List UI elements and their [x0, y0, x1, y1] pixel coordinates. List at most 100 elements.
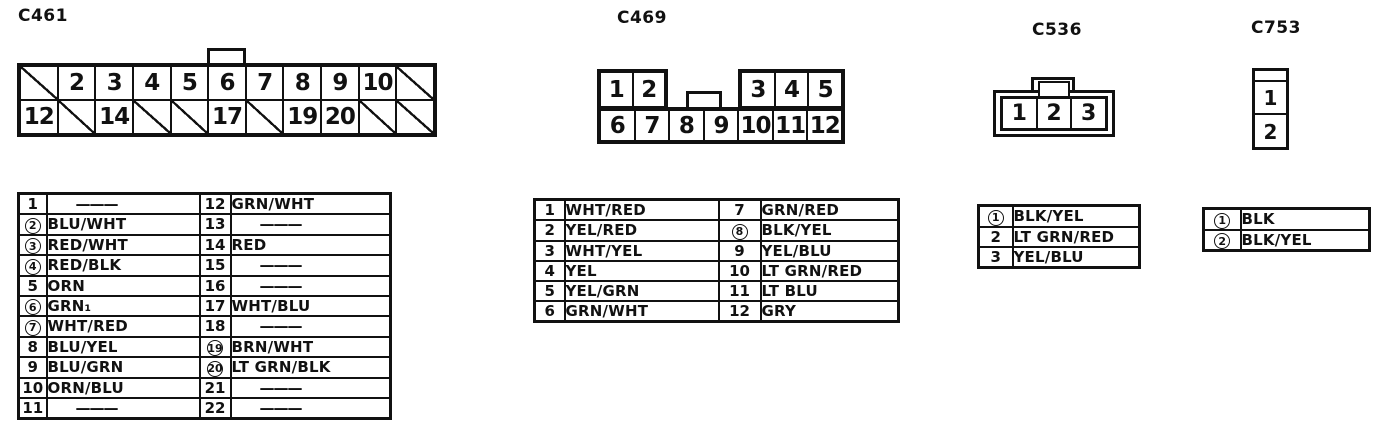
connector-pin-cavity: 12 [20, 100, 58, 134]
connector-blocked-cavity [57, 100, 96, 134]
table-row: 11 ——— 22 ——— [17, 396, 392, 419]
wire-color-cell: RED/BLK [45, 254, 201, 277]
table-row: 3 WHT/YEL 9 YEL/BLU [533, 239, 900, 262]
connector-pin-cavity: 3 [741, 72, 775, 107]
connector-pin-cavity: 7 [245, 66, 284, 100]
wire-color-cell: BLK/YEL [1011, 204, 1141, 228]
pin-number-cell: 8 [717, 219, 762, 242]
connector-blocked-cavity [170, 100, 209, 134]
table-row: 1 BLK/YEL [977, 204, 1141, 228]
table-row: 2 YEL/RED 8 BLK/YEL [533, 219, 900, 242]
pin-number-cell: 22 [198, 396, 232, 419]
connector-label: C461 [18, 6, 68, 26]
connector-pin-cavity: 8 [283, 66, 322, 100]
c469-connector-top-right: 3 4 5 [738, 69, 845, 110]
pin-number-cell: 19 [198, 335, 232, 358]
pin-number-cell: 10 [717, 259, 762, 282]
connector-pin-cavity: 17 [208, 100, 246, 134]
wire-color-cell: ——— [45, 396, 201, 419]
pin-number: 6 [544, 301, 555, 320]
pin-number: 2 [990, 227, 1001, 246]
connector-label: C753 [1251, 18, 1301, 38]
c536-pin-table: 1 BLK/YEL 2 LT GRN/RED 3 YEL/BLU [977, 204, 1141, 269]
connector-pin-cavity: 9 [703, 110, 739, 141]
pin-number: 1 [27, 195, 38, 213]
wire-color-cell: ——— [229, 376, 392, 399]
wire-color-cell: GRN/WHT [229, 192, 392, 215]
pin-number-cell: 2 [17, 213, 48, 236]
wire-color-cell: GRN₁ [45, 294, 201, 317]
connector-pin-cavity: 3 [95, 66, 133, 100]
connector-pin-cavity: 5 [808, 72, 842, 107]
wire-color-cell: BLU/YEL [45, 335, 201, 358]
table-row: 9 BLU/GRN 20 LT GRN/BLK [17, 356, 392, 379]
c469-connector-bottom: 6 7 8 9 10 11 12 [597, 107, 845, 144]
pin-number-cell: 13 [198, 213, 232, 236]
table-row: 4 RED/BLK 15 ——— [17, 254, 392, 277]
pin-number-circled: 4 [24, 258, 41, 274]
pin-number-cell: 11 [17, 396, 48, 419]
pin-number-cell: 2 [1202, 228, 1242, 252]
connector-pin-cavity: 7 [634, 110, 670, 141]
pin-number-cell: 1 [17, 192, 48, 215]
pin-number: 13 [204, 215, 226, 234]
connector-blocked-cavity [245, 100, 284, 134]
pin-number-cell: 18 [198, 315, 232, 338]
pin-number: 2 [544, 221, 555, 240]
wire-color-cell: ——— [229, 315, 392, 338]
pin-number: 17 [204, 296, 226, 315]
pin-number-cell: 1 [977, 204, 1014, 228]
pin-number-cell: 2 [533, 219, 566, 242]
connector-blocked-cavity [132, 100, 171, 134]
connector-pin-cavity: 11 [772, 110, 808, 141]
table-row: 6 GRN₁ 17 WHT/BLU [17, 294, 392, 317]
pin-number: 11 [22, 398, 44, 417]
connector-pin-cavity: 5 [170, 66, 209, 100]
connector-pin-cavity: 20 [321, 100, 359, 134]
pin-number-cell: 20 [198, 356, 232, 379]
wire-color-cell: WHT/RED [563, 198, 720, 221]
connector-pin-cavity: 4 [132, 66, 171, 100]
connector-pin-cavity: 2 [1036, 98, 1072, 129]
pin-number-cell: 1 [533, 198, 566, 221]
connector-pin-cavity: 1 [1255, 82, 1286, 115]
wire-color-cell: ——— [45, 192, 201, 215]
connector-blocked-cavity [20, 66, 58, 100]
pin-number-cell: 3 [17, 233, 48, 256]
pin-number-circled: 19 [207, 340, 223, 356]
c753-connector: 1 2 [1252, 68, 1289, 150]
pin-number-circled: 1 [1214, 212, 1231, 228]
connector-label: C469 [617, 8, 667, 28]
pin-number: 12 [204, 195, 226, 213]
pin-number-circled: 7 [24, 319, 41, 335]
c461-pin-table: 1 ——— 12 GRN/WHT 2 BLU/WHT 13 ——— 3 RED/… [17, 192, 392, 420]
connector-pin-cavity: 2 [57, 66, 96, 100]
pin-number-cell: 5 [17, 274, 48, 297]
wire-color-cell: WHT/BLU [229, 294, 392, 317]
table-row: 1 BLK [1202, 207, 1371, 231]
c469-connector-top-left: 1 2 [597, 69, 668, 110]
pin-number-circled: 1 [987, 209, 1004, 225]
table-row: 7 WHT/RED 18 ——— [17, 315, 392, 338]
pin-number-circled: 20 [207, 360, 223, 376]
connector-blocked-cavity [358, 100, 397, 134]
wire-color-cell: YEL/RED [563, 219, 720, 242]
wire-color-cell: LT BLU [759, 279, 900, 302]
table-row: 2 BLU/WHT 13 ——— [17, 213, 392, 236]
table-row: 1 ——— 12 GRN/WHT [17, 192, 392, 215]
table-row: 2 BLK/YEL [1202, 228, 1371, 252]
pin-number: 10 [22, 378, 44, 397]
pin-number-cell: 11 [717, 279, 762, 302]
connector-pin-cavity: 10 [358, 66, 397, 100]
pin-number: 12 [729, 301, 750, 320]
connector-label: C536 [1032, 20, 1082, 40]
pin-number-cell: 7 [17, 315, 48, 338]
pin-number-cell: 3 [977, 245, 1014, 268]
wire-color-cell: YEL/BLU [759, 239, 900, 262]
pin-number: 5 [544, 281, 555, 300]
pin-number-cell: 10 [17, 376, 48, 399]
pin-number-circled: 2 [1214, 233, 1231, 249]
connector-pin-cavity: 6 [208, 66, 246, 100]
pin-number-cell: 14 [198, 233, 232, 256]
pin-number-cell: 4 [17, 254, 48, 277]
